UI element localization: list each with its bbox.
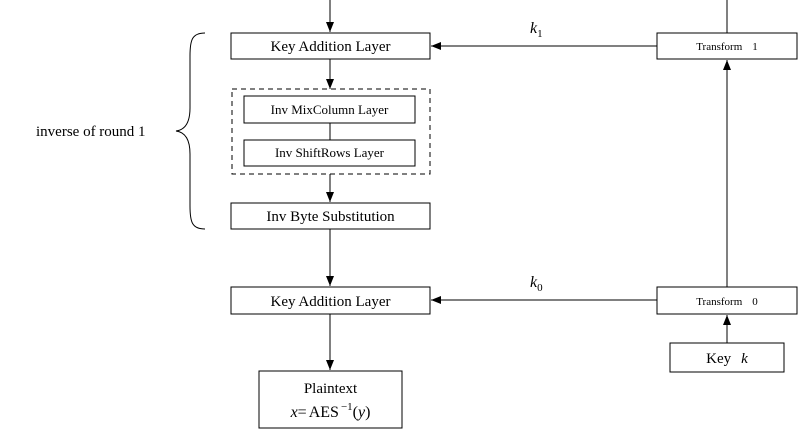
plaintext-label: Plaintext (304, 381, 358, 397)
plaintext-formula: x=AES−1(y) (290, 401, 371, 421)
plaintext-box: Plaintext x=AES−1(y) (258, 370, 403, 429)
k0-label: k0 (530, 274, 543, 294)
key-addition-layer-top-label: Key Addition Layer (271, 39, 391, 55)
k1-label: k1 (530, 20, 543, 40)
inv-mixcolumn-label: Inv MixColumn Layer (271, 102, 389, 117)
inv-shiftrows-layer: Inv ShiftRows Layer (243, 139, 416, 167)
inv-byte-substitution-label: Inv Byte Substitution (266, 209, 395, 225)
key-addition-layer-bottom: Key Addition Layer (230, 286, 431, 315)
inv-round-dashed-group (231, 88, 431, 175)
brace-label: inverse of round 1 (36, 124, 146, 140)
inv-byte-substitution: Inv Byte Substitution (230, 202, 431, 230)
round-brace (175, 32, 206, 230)
inv-shiftrows-label: Inv ShiftRows Layer (275, 145, 385, 160)
key-addition-layer-top: Key Addition Layer (230, 32, 431, 60)
key-addition-layer-bottom-label: Key Addition Layer (271, 294, 391, 310)
inv-mixcolumn-layer: Inv MixColumn Layer (243, 95, 416, 124)
